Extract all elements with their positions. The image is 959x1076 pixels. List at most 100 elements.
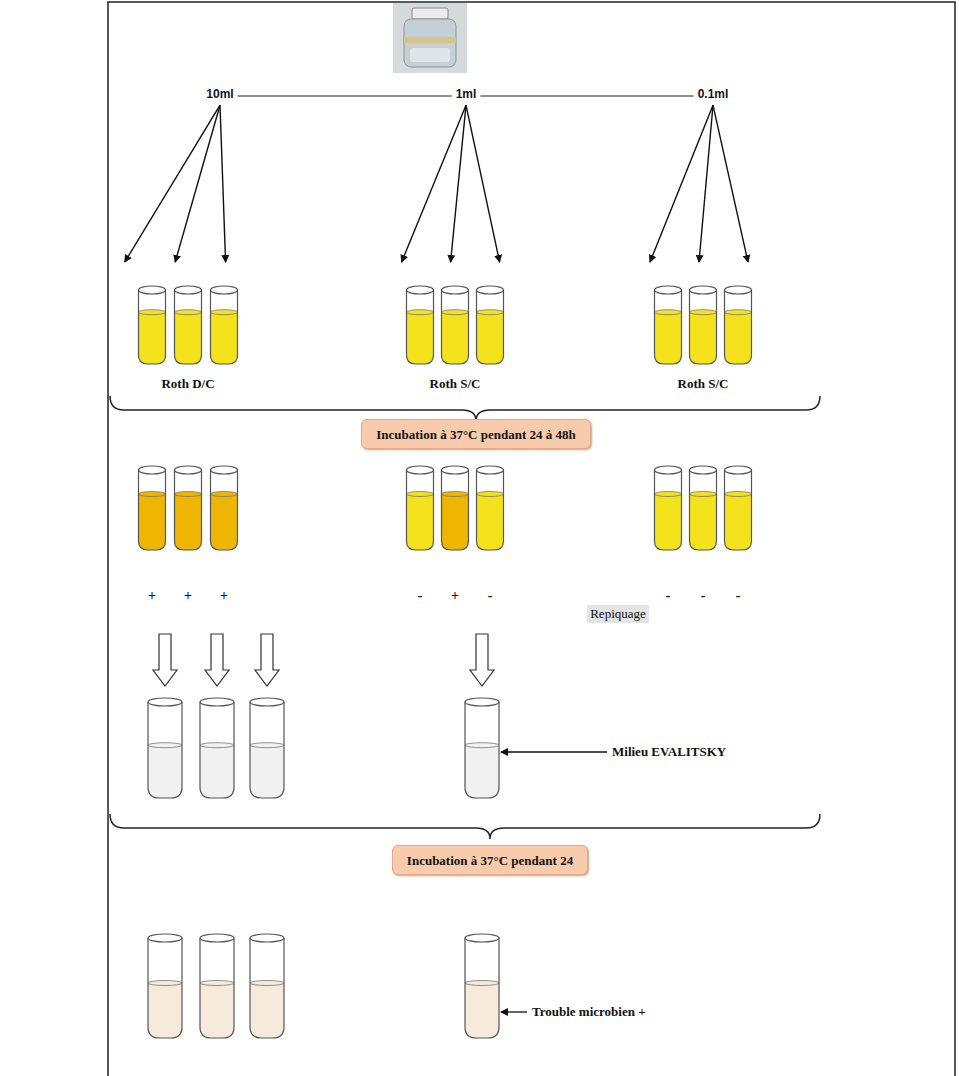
tube-liquid	[690, 312, 717, 364]
test-tube	[442, 286, 469, 364]
tube-outline	[442, 470, 469, 550]
tube-glass	[690, 470, 717, 550]
liquid-surface	[211, 492, 238, 497]
test-tube	[148, 698, 182, 798]
bracket	[110, 814, 820, 839]
box-text: Incubation à 37°C pendant 24	[407, 853, 573, 868]
tube-rim	[139, 466, 166, 474]
tube-glass	[465, 938, 499, 1038]
tube-rim	[465, 698, 499, 706]
tube-rim	[148, 698, 182, 706]
tube-rim	[725, 466, 752, 474]
test-tube	[200, 698, 234, 798]
inoculation-arrow	[125, 105, 220, 262]
test-tube	[690, 286, 717, 364]
tube-liquid	[211, 312, 238, 364]
volume-label: 0.1ml	[698, 87, 729, 101]
tube-outline	[465, 938, 499, 1038]
test-tube	[139, 286, 166, 364]
tube-glass	[139, 290, 166, 364]
tube-rim	[690, 286, 717, 294]
liquid-surface	[465, 981, 499, 986]
inoculation-arrow	[699, 105, 713, 262]
result-sign: -	[736, 588, 741, 605]
leader-arrow	[501, 751, 607, 752]
step-label: Repiquage	[587, 605, 649, 623]
liquid-surface	[655, 492, 682, 497]
tube-rim	[211, 466, 238, 474]
tube-rim	[250, 934, 284, 942]
liquid-surface	[725, 492, 752, 497]
test-tube	[477, 286, 504, 364]
test-tube	[148, 934, 182, 1038]
tube-liquid	[407, 494, 434, 550]
tube-outline	[477, 470, 504, 550]
tube-rim	[690, 466, 717, 474]
liquid-surface	[465, 743, 499, 748]
box-text: Incubation à 37°C pendant 24 à 48h	[376, 427, 576, 442]
tube-outline	[139, 470, 166, 550]
liquid-surface	[175, 310, 202, 315]
tube-outline	[690, 290, 717, 364]
test-tube	[655, 466, 682, 550]
tube-glass	[175, 470, 202, 550]
tube-liquid	[477, 312, 504, 364]
tube-outline	[211, 290, 238, 364]
liquid-surface	[200, 981, 234, 986]
tube-outline	[175, 470, 202, 550]
tube-liquid	[200, 983, 234, 1038]
tube-rim	[442, 286, 469, 294]
result-sign: -	[701, 588, 706, 605]
tube-rim	[655, 286, 682, 294]
result-sign: -	[488, 588, 493, 605]
tube-liquid	[655, 312, 682, 364]
tube-outline	[148, 702, 182, 798]
test-tube	[407, 466, 434, 550]
medium-label: Roth D/C	[161, 376, 214, 392]
result-sign: -	[418, 588, 423, 605]
tube-glass	[655, 290, 682, 364]
inoculation-arrow	[466, 105, 500, 262]
tube-outline	[250, 702, 284, 798]
tube-rim	[477, 286, 504, 294]
block-arrow	[255, 634, 279, 686]
tube-liquid	[442, 494, 469, 550]
tube-rim	[407, 466, 434, 474]
tube-glass	[477, 290, 504, 364]
tube-outline	[725, 470, 752, 550]
tube-glass	[407, 290, 434, 364]
tube-rim	[407, 286, 434, 294]
tube-liquid	[477, 494, 504, 550]
tube-outline	[250, 938, 284, 1038]
test-tube	[442, 466, 469, 550]
tube-rim	[477, 466, 504, 474]
inoculation-arrow	[650, 105, 713, 262]
tube-rim	[200, 934, 234, 942]
liquid-surface	[250, 981, 284, 986]
liquid-surface	[655, 310, 682, 315]
tube-liquid	[442, 312, 469, 364]
tube-glass	[655, 470, 682, 550]
tube-glass	[148, 938, 182, 1038]
tube-glass	[250, 938, 284, 1038]
tube-liquid	[407, 312, 434, 364]
tube-liquid	[139, 312, 166, 364]
liquid-surface	[690, 492, 717, 497]
test-tube	[211, 466, 238, 550]
tube-outline	[407, 470, 434, 550]
tube-glass	[200, 702, 234, 798]
tube-outline	[725, 290, 752, 364]
tube-outline	[465, 702, 499, 798]
tube-rim	[148, 934, 182, 942]
tube-liquid	[211, 494, 238, 550]
tube-glass	[465, 702, 499, 798]
frame	[108, 2, 955, 1076]
block-arrow	[470, 634, 494, 686]
tube-glass	[211, 470, 238, 550]
test-tube	[211, 286, 238, 364]
tube-glass	[442, 290, 469, 364]
liquid-surface	[690, 310, 717, 315]
tube-rim	[655, 466, 682, 474]
bottle-lid	[412, 8, 448, 19]
tube-outline	[139, 290, 166, 364]
